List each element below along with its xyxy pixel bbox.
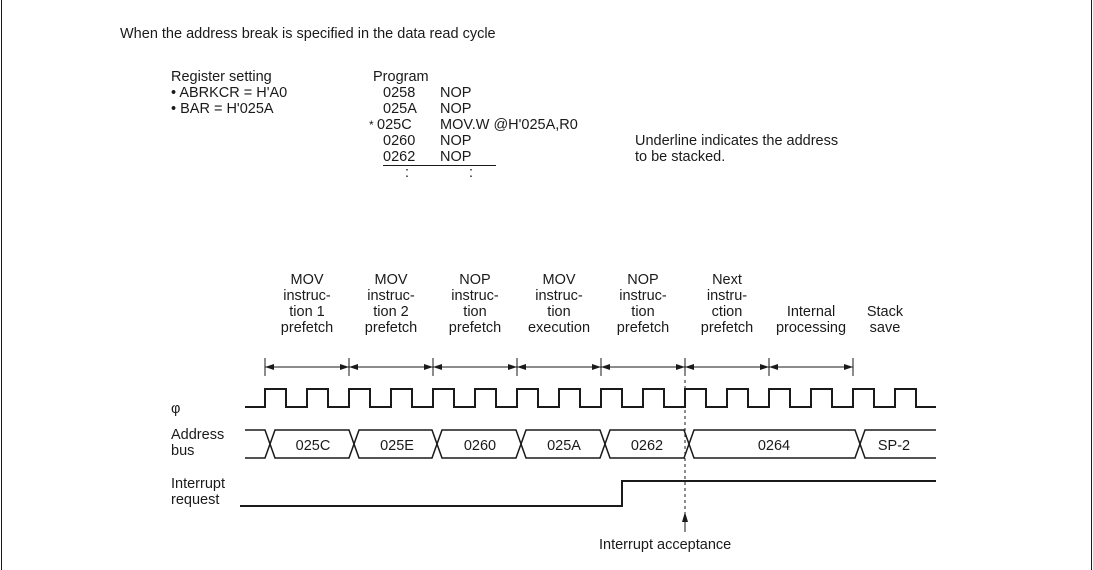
program-addr: 025A xyxy=(383,101,417,117)
program-instr-stacked: NOP xyxy=(440,149,472,165)
register-item: • BAR = H'025A xyxy=(171,101,274,117)
program-addr-stacked: 0262 xyxy=(383,149,416,165)
interrupt-acceptance-arrow xyxy=(682,512,688,522)
arrowhead-right xyxy=(340,364,349,370)
bus-value: 0262 xyxy=(631,438,663,454)
interrupt-request-waveform xyxy=(240,480,936,507)
program-ellipsis: : xyxy=(405,165,410,181)
bus-value: SP-2 xyxy=(878,438,910,454)
register-item-text: BAR = H'025A xyxy=(180,101,274,117)
program-ellipsis: : xyxy=(469,165,474,181)
program-addr: 0258 xyxy=(383,85,416,101)
clock-label: φ xyxy=(171,401,181,417)
arrowhead-left xyxy=(517,364,526,370)
program-addr: 0260 xyxy=(383,133,416,149)
arrowhead-right xyxy=(676,364,685,370)
register-item-text: ABRKCR = H'A0 xyxy=(179,85,288,101)
bus-value: 0260 xyxy=(464,438,496,454)
arrowhead-left xyxy=(769,364,778,370)
interrupt-acceptance-label: Interrupt acceptance xyxy=(599,537,732,553)
address-bus-lower-edge xyxy=(245,441,936,459)
register-heading: Register setting xyxy=(171,69,272,85)
arrowhead-right xyxy=(760,364,769,370)
arrowhead-right xyxy=(592,364,601,370)
break-marker: * xyxy=(369,118,374,132)
note-line: to be stacked. xyxy=(635,149,726,165)
interrupt-request-label: Interrupt xyxy=(171,476,225,492)
register-item: • ABRKCR = H'A0 xyxy=(171,85,288,101)
bus-value: 025C xyxy=(296,438,331,454)
bus-value: 0264 xyxy=(758,438,790,454)
program-instr: NOP xyxy=(440,133,472,149)
bus-value: 025A xyxy=(547,438,581,454)
program-heading: Program xyxy=(373,69,429,85)
arrowhead-left xyxy=(349,364,358,370)
arrowhead-left xyxy=(433,364,442,370)
address-bus-label: bus xyxy=(171,443,195,459)
arrowhead-right xyxy=(508,364,517,370)
address-bus-upper-edge xyxy=(245,429,936,447)
address-bus-label: Address xyxy=(171,427,225,443)
bus-value: 025E xyxy=(380,438,414,454)
arrowhead-left xyxy=(265,364,274,370)
program-instr: NOP xyxy=(440,101,472,117)
arrowhead-left xyxy=(601,364,610,370)
clock-waveform xyxy=(245,388,936,408)
note-line: Underline indicates the address xyxy=(635,133,839,149)
arrowhead-right xyxy=(424,364,433,370)
diagram-title: When the address break is specified in t… xyxy=(120,26,496,42)
program-instr: NOP xyxy=(440,85,472,101)
program-instr: MOV.W @H'025A,R0 xyxy=(440,117,578,133)
arrowhead-left xyxy=(685,364,694,370)
program-addr: 025C xyxy=(377,117,412,133)
interrupt-request-label: request xyxy=(171,492,220,508)
arrowhead-right xyxy=(844,364,853,370)
